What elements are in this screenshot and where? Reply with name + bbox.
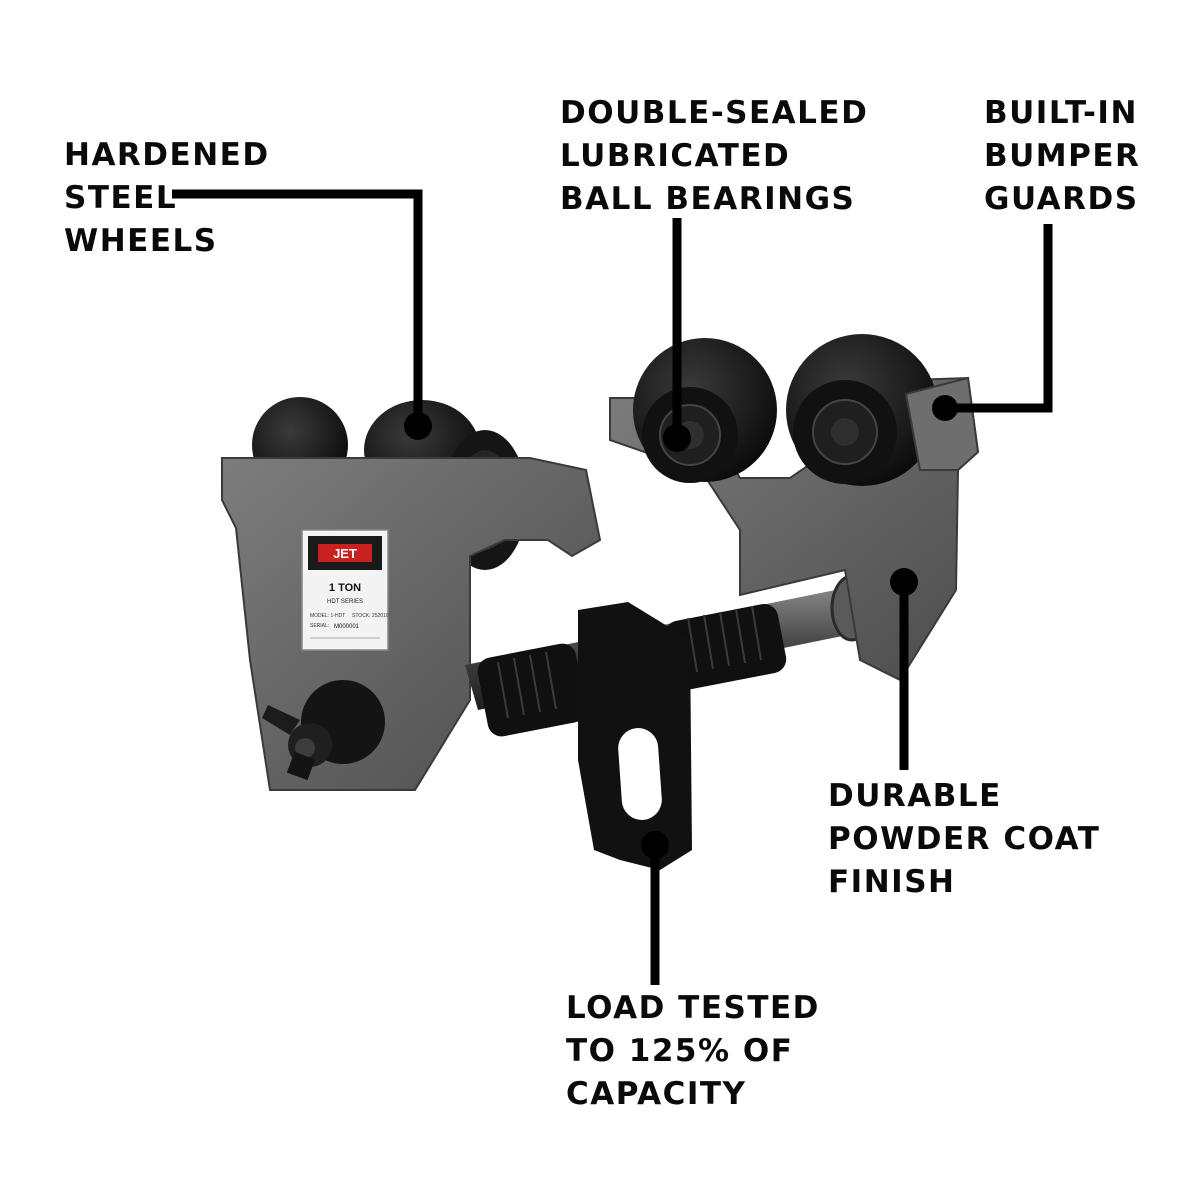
callout-bumper-guards: BUILT-IN BUMPER GUARDS	[984, 92, 1140, 221]
nameplate-series: HDT SERIES	[327, 599, 363, 605]
callout-line: CAPACITY	[566, 1076, 747, 1112]
nameplate-serial-label: SERIAL:	[310, 623, 329, 629]
callout-ball-bearings: DOUBLE-SEALED LUBRICATED BALL BEARINGS	[560, 92, 868, 221]
nameplate-stock: STOCK: 252010	[352, 613, 389, 619]
callout-line: GUARDS	[984, 181, 1139, 217]
hanger-slot	[618, 728, 662, 820]
bumper-guard	[904, 376, 980, 471]
callout-line: DURABLE	[828, 778, 1002, 814]
leader-lines	[172, 189, 1053, 985]
callout-line: BUILT-IN	[984, 95, 1138, 131]
leader-hardened-wheels	[172, 189, 423, 426]
nameplate-model: MODEL: 1-HDT	[310, 613, 345, 619]
callout-powder-coat-finish: DURABLE POWDER COAT FINISH	[828, 775, 1100, 904]
callout-line: BALL BEARINGS	[560, 181, 856, 217]
callout-line: WHEELS	[64, 223, 218, 259]
nameplate-brand: JET	[333, 546, 357, 561]
adjustment-knob	[262, 680, 385, 781]
callout-hardened-steel-wheels: HARDENED STEEL WHEELS	[64, 134, 270, 263]
callout-line: STEEL	[64, 180, 178, 216]
callout-line: LUBRICATED	[560, 138, 791, 174]
callout-line: TO 125% OF	[566, 1033, 794, 1069]
nameplate-capacity: 1 TON	[329, 582, 361, 594]
left-side-plate	[221, 457, 602, 791]
callout-line: BUMPER	[984, 138, 1141, 174]
nameplate-serial: M000001	[334, 624, 360, 630]
callout-line: POWDER COAT	[828, 821, 1101, 857]
leader-end-dots	[404, 395, 958, 859]
leader-bumper-guards	[945, 224, 1053, 413]
callout-line: LOAD TESTED	[566, 990, 820, 1026]
callout-line: HARDENED	[64, 137, 270, 173]
nameplate: JET 1 TON HDT SERIES MODEL: 1-HDT STOCK:…	[301, 529, 389, 651]
callout-load-tested: LOAD TESTED TO 125% OF CAPACITY	[566, 987, 820, 1116]
callout-line: DOUBLE-SEALED	[560, 95, 869, 131]
callout-line: FINISH	[828, 864, 956, 900]
